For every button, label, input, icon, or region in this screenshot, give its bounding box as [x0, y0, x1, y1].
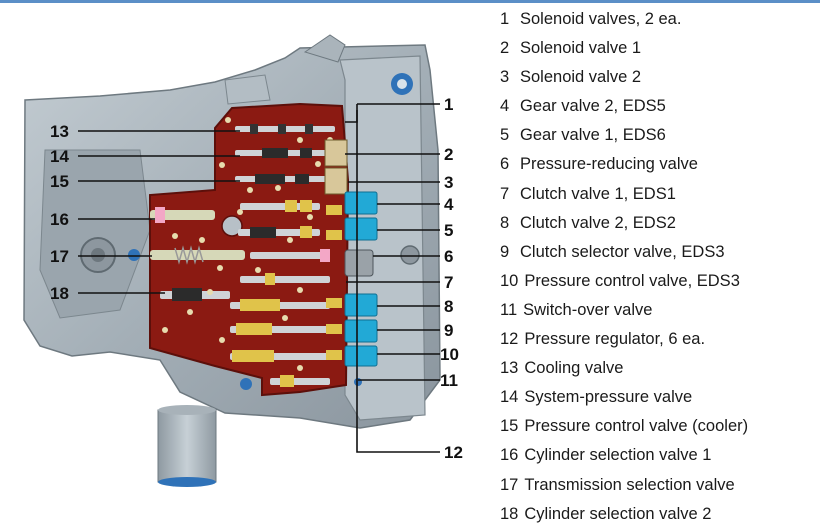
legend-number: 15 [500, 417, 519, 436]
legend-label: Solenoid valve 1 [520, 39, 642, 58]
legend-number: 11 [500, 300, 518, 319]
callout-leader-lines [78, 103, 440, 453]
legend-label: Switch-over valve [523, 300, 653, 319]
callout-2: 2 [444, 145, 453, 164]
legend-item: 16 Cylinder selection valve 1 [500, 441, 816, 470]
valve-body-bores [162, 117, 333, 371]
legend-number: 14 [500, 388, 519, 407]
legend-label: Solenoid valves, 2 ea. [520, 10, 682, 28]
legend-label: Pressure-reducing valve [520, 155, 698, 174]
legend-number: 12 [500, 330, 519, 349]
legend-item: 18 Cylinder selection valve 2 [500, 500, 816, 529]
legend-label: Clutch valve 2, EDS2 [520, 213, 676, 232]
callout-labels: 1 2 3 4 5 6 7 8 9 10 11 12 13 14 15 16 1… [50, 95, 463, 462]
legend-number: 4 [500, 97, 510, 116]
legend-item: 6 Pressure-reducing valve [500, 150, 816, 179]
callout-7: 7 [444, 273, 453, 292]
legend-label: Solenoid valve 2 [520, 68, 642, 87]
legend-item: 8 Clutch valve 2, EDS2 [500, 209, 816, 238]
callout-18: 18 [50, 284, 69, 303]
legend-number: 3 [500, 68, 510, 87]
callout-6: 6 [444, 247, 453, 266]
legend-item: 3 Solenoid valve 2 [500, 63, 816, 92]
callout-16: 16 [50, 210, 69, 229]
legend-item: 15 Pressure control valve (cooler) [500, 412, 816, 441]
outlet-pipe [157, 405, 217, 487]
callout-14: 14 [50, 147, 69, 166]
legend-label: Clutch selector valve, EDS3 [520, 242, 725, 261]
callout-17: 17 [50, 247, 69, 266]
legend-item: 11 Switch-over valve [500, 296, 816, 325]
legend-number: 6 [500, 155, 510, 174]
callout-3: 3 [444, 173, 453, 192]
legend-item: 12 Pressure regulator, 6 ea. [500, 325, 816, 354]
legend-item: 5 Gear valve 1, EDS6 [500, 121, 816, 150]
legend-item: 14 System-pressure valve [500, 383, 816, 412]
callout-8: 8 [444, 297, 453, 316]
callout-15: 15 [50, 172, 69, 191]
legend-number: 7 [500, 184, 510, 203]
legend-label: Transmission selection valve [524, 475, 735, 494]
legend-label: Clutch valve 1, EDS1 [520, 184, 676, 203]
legend-item: 17 Transmission selection valve [500, 471, 816, 500]
legend-item: 10 Pressure control valve, EDS3 [500, 267, 816, 296]
callout-4: 4 [444, 195, 454, 214]
legend-number: 9 [500, 242, 510, 261]
legend-number: 16 [500, 446, 519, 465]
legend-item: 2 Solenoid valve 1 [500, 34, 816, 63]
top-accent-rule [0, 0, 820, 3]
legend-label: Gear valve 2, EDS5 [520, 97, 666, 116]
legend-number: 18 [500, 504, 519, 523]
legend-item: 13 Cooling valve [500, 354, 816, 383]
legend-number: 1 [500, 10, 510, 28]
legend-label: System-pressure valve [524, 388, 693, 407]
callout-1: 1 [444, 95, 453, 114]
legend-number: 17 [500, 475, 519, 494]
legend-label: Cylinder selection valve 2 [524, 504, 712, 523]
legend-number: 8 [500, 213, 510, 232]
legend-number: 2 [500, 39, 510, 58]
legend-number: 13 [500, 359, 519, 378]
legend-label: Pressure regulator, 6 ea. [524, 330, 706, 349]
legend-item: 4 Gear valve 2, EDS5 [500, 92, 816, 121]
legend-item: 1 Solenoid valves, 2 ea. [500, 5, 816, 34]
callout-10: 10 [440, 345, 459, 364]
spool-valves [150, 124, 335, 387]
solenoid-modules [324, 139, 378, 386]
legend-label: Pressure control valve (cooler) [524, 417, 749, 436]
legend-label: Pressure control valve, EDS3 [524, 271, 740, 290]
callout-12: 12 [444, 443, 463, 462]
callout-11: 11 [440, 371, 458, 390]
legend-number: 10 [500, 271, 519, 290]
legend-number: 5 [500, 126, 510, 145]
callout-13: 13 [50, 122, 69, 141]
legend-label: Cylinder selection valve 1 [524, 446, 712, 465]
callout-9: 9 [444, 321, 453, 340]
legend-label: Cooling valve [524, 359, 624, 378]
callout-5: 5 [444, 221, 453, 240]
legend-item: 9 Clutch selector valve, EDS3 [500, 238, 816, 267]
legend-item: 7 Clutch valve 1, EDS1 [500, 180, 816, 209]
legend-label: Gear valve 1, EDS6 [520, 126, 666, 145]
